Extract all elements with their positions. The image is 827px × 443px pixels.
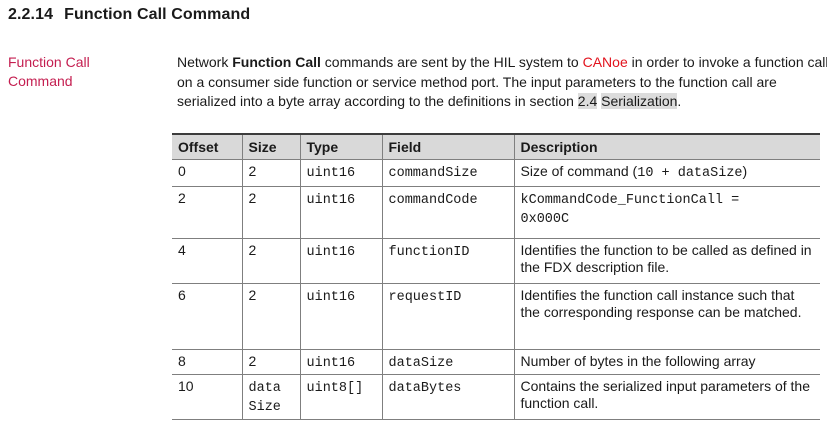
text-segment: Contains the serialized input parameters… <box>520 377 811 412</box>
text-segment: Identifies the function call instance su… <box>520 286 802 321</box>
text-segment: 10 <box>178 377 194 394</box>
cell-description: Identifies the function call instance su… <box>513 283 820 350</box>
cell-field: dataBytes <box>381 374 514 420</box>
text-segment: commands are sent by the HIL system to <box>320 54 583 70</box>
col-header-size: Size <box>241 133 300 160</box>
cell-offset: 0 <box>172 159 242 187</box>
code-text: dataBytes <box>388 380 462 396</box>
cell-type: uint16 <box>299 238 382 284</box>
table-row: 8 2 uint16 dataSize Number of bytes in the f… <box>172 349 820 375</box>
code-text: Size <box>248 399 281 415</box>
text-segment: 2 <box>248 189 257 206</box>
cell-offset: 4 <box>172 238 242 284</box>
cell-offset: 6 <box>172 283 242 350</box>
cell-type: uint8[] <box>299 374 382 420</box>
text-segment: . <box>677 93 682 109</box>
table-row: 0 2 uint16 commandSize Size of command (10 +… <box>172 159 820 187</box>
text-segment: 8 <box>178 352 186 369</box>
cell-size: 2 <box>241 349 300 375</box>
code-text: commandCode <box>388 192 478 208</box>
cell-offset: 8 <box>172 349 242 375</box>
cell-offset: 2 <box>172 186 242 239</box>
code-text: uint16 <box>306 244 356 260</box>
emphasis-text: Function Call <box>232 54 321 70</box>
code-text: kCommandCode_FunctionCall = <box>520 192 740 208</box>
cell-size: 2 <box>241 159 300 187</box>
code-text: uint16 <box>306 289 356 305</box>
text-segment: ) <box>742 162 748 179</box>
code-text: uint16 <box>306 192 356 208</box>
section-title: Function Call Command <box>64 6 251 23</box>
cell-type: uint16 <box>299 349 382 375</box>
cell-size: 2 <box>241 186 300 239</box>
cell-description: Number of bytes in the following array <box>513 349 820 375</box>
code-text: uint8[] <box>306 380 364 396</box>
text-segment: Network <box>177 54 233 70</box>
text-segment: 2 <box>248 162 257 179</box>
code-text: requestID <box>388 289 462 305</box>
cell-field: dataSize <box>381 349 514 375</box>
text-segment: 4 <box>178 241 186 258</box>
section-number: 2.2.14 <box>8 6 54 23</box>
text-segment: Identifies the function to be called as … <box>520 241 812 276</box>
section-link[interactable]: Serialization <box>601 93 678 109</box>
cell-size: 2 <box>241 238 300 284</box>
cell-field: functionID <box>381 238 514 284</box>
text-segment: 2 <box>248 352 257 369</box>
text-segment: in order to invoke a function call on a … <box>177 54 827 109</box>
cell-description: Contains the serialized input parameters… <box>513 374 820 420</box>
cell-description: Size of command (10 + dataSize) <box>513 159 820 187</box>
table-row: 2 2 uint16 commandCode kCommandCode_Function… <box>172 186 820 239</box>
col-header-type: Type <box>299 133 382 160</box>
text-segment: 6 <box>178 286 186 303</box>
text-segment: 2 <box>178 189 186 206</box>
text-segment: 2 <box>248 241 257 258</box>
cell-field: commandSize <box>381 159 514 187</box>
cell-description: Identifies the function to be called as … <box>513 238 820 284</box>
cell-size: 2 <box>241 283 300 350</box>
table-row: 4 2 uint16 functionID Identifies the functio… <box>172 238 820 284</box>
cell-type: uint16 <box>299 283 382 350</box>
col-header-offset: Offset <box>172 133 242 160</box>
code-text: uint16 <box>306 355 356 371</box>
cell-offset: 10 <box>172 374 242 420</box>
main-column: Network Function Call commands are sent … <box>172 53 827 420</box>
margin-label: Function Call Command <box>8 54 90 89</box>
cell-field: commandCode <box>381 186 514 239</box>
code-text: data <box>248 380 281 396</box>
cell-description: kCommandCode_FunctionCall = 0x000C <box>513 186 820 239</box>
text-segment: Size of command ( <box>520 162 638 179</box>
section-heading: 2.2.14 Function Call Command <box>8 6 250 24</box>
section-link[interactable]: 2.4 <box>577 93 598 109</box>
code-text: commandSize <box>388 165 478 181</box>
cell-field: requestID <box>381 283 514 350</box>
product-name-canoe: CANoe <box>582 54 628 70</box>
code-text: 10 + dataSize <box>637 165 743 181</box>
text-segment: 2 <box>248 286 257 303</box>
cell-type: uint16 <box>299 159 382 187</box>
intro-paragraph: Network Function Call commands are sent … <box>177 53 827 112</box>
cell-type: uint16 <box>299 186 382 239</box>
table-row: 6 2 uint16 requestID Identifies the function… <box>172 283 820 350</box>
table-body: 0 2 uint16 commandSize Size of command (10 +… <box>172 159 820 420</box>
col-header-description: Description <box>513 133 820 160</box>
text-segment: 0 <box>178 162 186 179</box>
code-text: uint16 <box>306 165 356 181</box>
code-text: functionID <box>388 244 470 260</box>
code-text: dataSize <box>388 355 454 371</box>
col-header-field: Field <box>381 133 514 160</box>
code-text: 0x000C <box>520 211 570 227</box>
text-segment: Number of bytes in the following array <box>520 352 756 369</box>
